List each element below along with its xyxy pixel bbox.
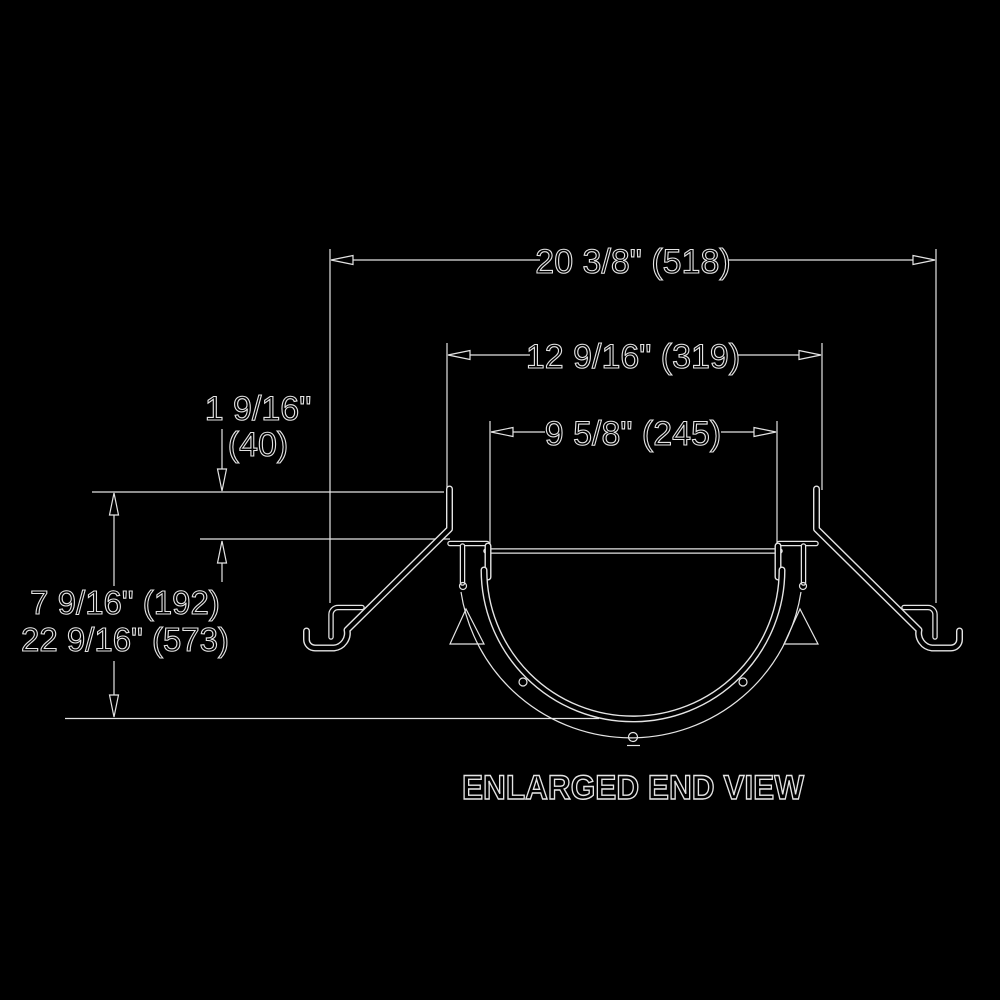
hole-right-ear xyxy=(798,581,808,591)
left-gusset xyxy=(449,607,485,645)
dim-depth-secondary-label: 22 9/16" (573) xyxy=(21,621,229,658)
arrowhead-up xyxy=(108,492,120,516)
dim-top-offset-mm: (40) xyxy=(228,426,288,464)
gutter-part xyxy=(303,485,963,747)
arrowhead-left xyxy=(330,254,354,266)
reference-lines xyxy=(65,249,937,720)
dim-opening-width-label: 9 5/8" (245) xyxy=(545,415,722,453)
hole-left-ear xyxy=(458,581,468,591)
arrowhead-left xyxy=(447,349,471,361)
left-strap-hook xyxy=(304,486,452,651)
dim-overall-width-label: 20 3/8" (518) xyxy=(535,243,730,281)
dim-depth: 7 9/16" (192) 22 9/16" (573) xyxy=(20,492,230,718)
dim-opening-width: 9 5/8" (245) xyxy=(490,414,777,454)
right-bracket xyxy=(902,606,937,639)
arrowhead-right xyxy=(753,426,777,438)
left-bracket xyxy=(329,606,364,639)
arrowhead-down xyxy=(108,694,120,718)
dim-overall-width: 20 3/8" (518) xyxy=(330,242,936,282)
dim-hanger-width-label: 12 9/16" (319) xyxy=(526,338,740,376)
arrowhead-left xyxy=(490,426,514,438)
hole-lower-left xyxy=(518,677,528,687)
dim-top-offset-inches: 1 9/16" xyxy=(205,390,312,428)
hole-lower-right xyxy=(738,677,748,687)
dim-top-offset: 1 9/16" (40) xyxy=(204,389,312,582)
dim-hanger-width: 12 9/16" (319) xyxy=(447,337,822,377)
gutter-wall-arc xyxy=(481,567,785,722)
right-gusset xyxy=(783,607,819,645)
arrowhead-right xyxy=(798,349,822,361)
hole-bottom-center xyxy=(627,731,639,743)
arrowhead-down xyxy=(216,468,228,492)
right-strap-hook xyxy=(814,486,962,651)
outer-strap-arc xyxy=(460,591,802,739)
dim-depth-primary-label: 7 9/16" (192) xyxy=(30,584,220,621)
arrowhead-up xyxy=(216,540,228,564)
drawing-title: ENLARGED END VIEW xyxy=(462,769,805,807)
arrowhead-right xyxy=(912,254,936,266)
